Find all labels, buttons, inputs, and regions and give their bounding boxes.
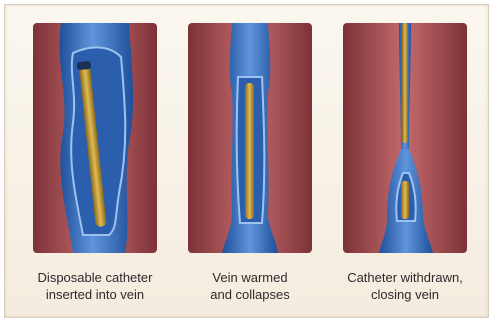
illustration-frame: Disposable catheter inserted into vein V…	[4, 4, 489, 318]
panel-catheter-withdrawn	[343, 23, 467, 253]
catheter-icon	[402, 23, 408, 143]
caption-line: Vein warmed	[170, 269, 330, 286]
catheter-icon	[245, 83, 254, 219]
catheter-tip-in-vein	[401, 181, 409, 219]
caption-line: inserted into vein	[15, 286, 175, 303]
vein-collapses-illustration	[188, 23, 312, 253]
catheter-tip	[76, 61, 91, 70]
caption-line: Catheter withdrawn,	[325, 269, 485, 286]
caption-line: closing vein	[325, 286, 485, 303]
panel-catheter-inserted	[33, 23, 157, 253]
caption-catheter-withdrawn: Catheter withdrawn, closing vein	[325, 269, 485, 303]
catheter-inserted-illustration	[33, 23, 157, 253]
caption-line: and collapses	[170, 286, 330, 303]
panel-vein-collapses	[188, 23, 312, 253]
caption-vein-collapses: Vein warmed and collapses	[170, 269, 330, 303]
catheter-withdrawn-illustration	[343, 23, 467, 253]
caption-line: Disposable catheter	[15, 269, 175, 286]
caption-catheter-inserted: Disposable catheter inserted into vein	[15, 269, 175, 303]
